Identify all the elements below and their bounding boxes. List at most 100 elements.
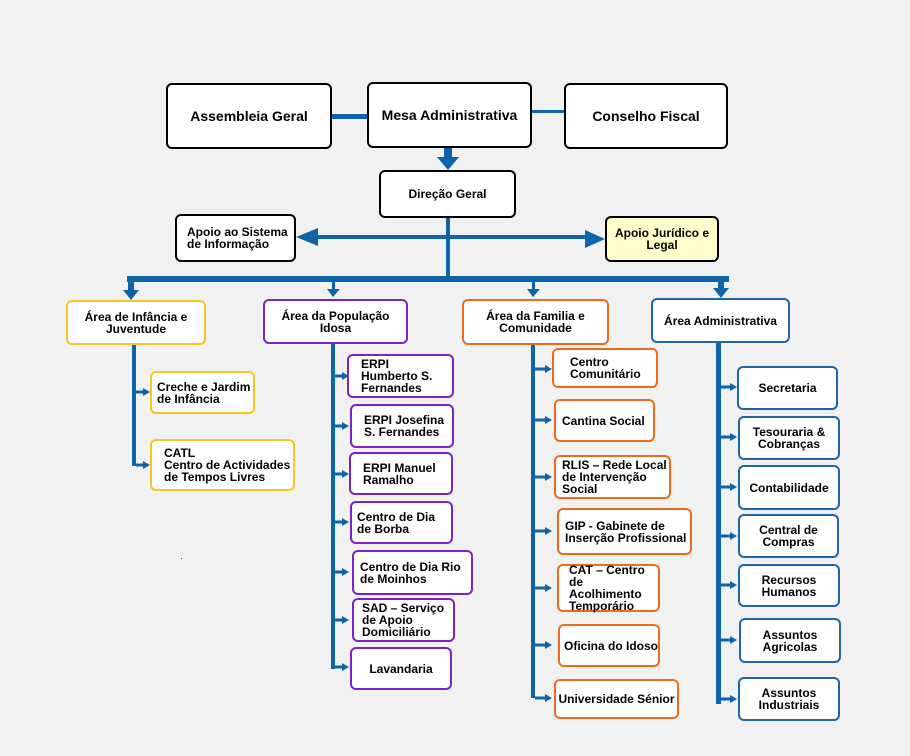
branch-idosa-5-arrow <box>342 616 349 624</box>
secretaria-box[interactable]: Secretaria <box>737 366 838 410</box>
branch-admin-3-line <box>721 534 731 538</box>
stray-dot <box>181 558 182 559</box>
branch-catl-arrow <box>143 461 150 469</box>
branch-idosa-0-arrow <box>342 372 349 380</box>
main-bus <box>127 276 729 282</box>
branch-admin-6-arrow <box>730 695 737 703</box>
arrow-right-apoio-juridico <box>585 230 605 248</box>
branch-familia-4-line <box>535 586 546 590</box>
apoio-juridico-legal-box[interactable]: Apoio Jurídico e Legal <box>605 216 719 262</box>
catl-box[interactable]: CATL Centro de Actividades de Tempos Liv… <box>150 439 295 491</box>
branch-admin-5-line <box>721 638 731 642</box>
branch-admin-4-arrow <box>730 581 737 589</box>
link-apoio-horizontal <box>312 235 589 239</box>
branch-idosa-3-arrow <box>342 518 349 526</box>
centro-dia-rio-moinhos-box[interactable]: Centro de Dia Rio de Moinhos <box>352 550 473 595</box>
branch-idosa-1-line <box>335 424 343 428</box>
creche-jardim-infancia-box[interactable]: Creche e Jardim de Infância <box>150 371 255 414</box>
cat-centro-acolhimento-box[interactable]: CAT – Centro de Acolhimento Temporário <box>557 564 660 612</box>
area-familia-comunidade[interactable]: Área da Familia e Comunidade <box>462 299 609 345</box>
link-assembleia-mesa <box>332 114 367 119</box>
arrow-familia <box>527 289 540 297</box>
universidade-senior-box[interactable]: Universidade Sénior <box>554 679 679 719</box>
erpi-josefina-box[interactable]: ERPI Josefina S. Fernandes <box>350 404 454 448</box>
branch-admin-0-line <box>721 385 731 389</box>
centro-dia-borba-box[interactable]: Centro de Dia de Borba <box>350 501 453 544</box>
branch-familia-5-arrow <box>545 641 552 649</box>
branch-idosa-5-line <box>335 618 343 622</box>
area-infancia-juventude[interactable]: Área de Infância e Juventude <box>66 300 206 345</box>
branch-familia-1-arrow <box>545 416 552 424</box>
branch-admin-3-arrow <box>730 532 737 540</box>
drop-idosa <box>332 280 335 290</box>
branch-admin-2-arrow <box>730 483 737 491</box>
link-mesa-direcao <box>444 148 452 158</box>
trunk-direcao <box>446 218 450 278</box>
branch-idosa-0-line <box>335 374 343 378</box>
branch-idosa-1-arrow <box>342 422 349 430</box>
branch-familia-6-arrow <box>545 694 552 702</box>
branch-admin-1-arrow <box>730 433 737 441</box>
arrow-down-direcao <box>437 157 459 170</box>
arrow-administrativa <box>713 288 729 298</box>
drop-familia <box>532 280 535 290</box>
assembleia-geral-box[interactable]: Assembleia Geral <box>166 83 332 149</box>
direcao-geral-box[interactable]: Direção Geral <box>379 170 516 218</box>
area-populacao-idosa[interactable]: Área da População Idosa <box>263 299 408 344</box>
spine-idosa <box>331 344 335 669</box>
apoio-sistema-informacao-box[interactable]: Apoio ao Sistema de Informação <box>175 214 296 262</box>
branch-familia-3-arrow <box>545 527 552 535</box>
contabilidade-box[interactable]: Contabilidade <box>738 465 840 510</box>
rlis-rede-local-box[interactable]: RLIS – Rede Local de Intervenção Social <box>554 455 671 499</box>
gip-gabinete-insercao-box[interactable]: GIP - Gabinete de Inserção Profissional <box>557 508 692 555</box>
drop-administrativa <box>718 276 724 290</box>
mesa-administrativa-box[interactable]: Mesa Administrativa <box>367 82 532 148</box>
tesouraria-cobrancas-box[interactable]: Tesouraria & Cobranças <box>738 416 840 460</box>
lavandaria-box[interactable]: Lavandaria <box>350 647 452 690</box>
branch-idosa-6-line <box>335 665 343 669</box>
link-mesa-conselho <box>532 110 564 113</box>
assuntos-industriais-box[interactable]: Assuntos Industriais <box>738 677 840 721</box>
arrow-left-apoio-sistema <box>296 228 318 246</box>
arrow-infancia <box>123 290 139 300</box>
branch-creche-line <box>136 390 144 394</box>
branch-admin-2-line <box>721 485 731 489</box>
sad-servico-apoio-domiciliario-box[interactable]: SAD – Serviço de Apoio Domiciliário <box>352 598 455 642</box>
branch-admin-6-line <box>721 697 731 701</box>
branch-admin-4-line <box>721 583 731 587</box>
branch-familia-2-line <box>535 475 546 479</box>
branch-familia-3-line <box>535 529 546 533</box>
oficina-idoso-box[interactable]: Oficina do Idoso <box>558 624 660 667</box>
branch-admin-5-arrow <box>730 636 737 644</box>
branch-idosa-2-arrow <box>342 470 349 478</box>
branch-familia-6-line <box>535 696 546 700</box>
cantina-social-box[interactable]: Cantina Social <box>554 399 655 442</box>
spine-infancia <box>132 345 136 466</box>
recursos-humanos-box[interactable]: Recursos Humanos <box>738 564 840 607</box>
assuntos-agricolas-box[interactable]: Assuntos Agricolas <box>739 618 841 663</box>
erpi-humberto-box[interactable]: ERPI Humberto S. Fernandes <box>347 354 454 398</box>
branch-familia-2-arrow <box>545 473 552 481</box>
branch-familia-1-line <box>535 418 546 422</box>
branch-idosa-2-line <box>335 472 343 476</box>
erpi-manuel-ramalho-box[interactable]: ERPI Manuel Ramalho <box>349 452 453 495</box>
spine-administrativa <box>716 343 721 704</box>
branch-catl-line <box>136 463 144 467</box>
branch-idosa-3-line <box>335 520 343 524</box>
centro-comunitario-box[interactable]: Centro Comunitário <box>552 348 658 388</box>
branch-admin-0-arrow <box>730 383 737 391</box>
conselho-fiscal-box[interactable]: Conselho Fiscal <box>564 83 728 149</box>
branch-idosa-4-line <box>335 570 343 574</box>
spine-familia <box>531 345 535 698</box>
drop-infancia <box>128 276 134 292</box>
central-compras-box[interactable]: Central de Compras <box>738 514 839 558</box>
branch-familia-5-line <box>535 643 546 647</box>
area-administrativa[interactable]: Área Administrativa <box>651 298 790 343</box>
branch-familia-0-arrow <box>545 365 552 373</box>
branch-familia-0-line <box>535 367 546 371</box>
branch-admin-1-line <box>721 435 731 439</box>
branch-idosa-4-arrow <box>342 568 349 576</box>
arrow-idosa <box>327 289 340 297</box>
branch-familia-4-arrow <box>545 584 552 592</box>
